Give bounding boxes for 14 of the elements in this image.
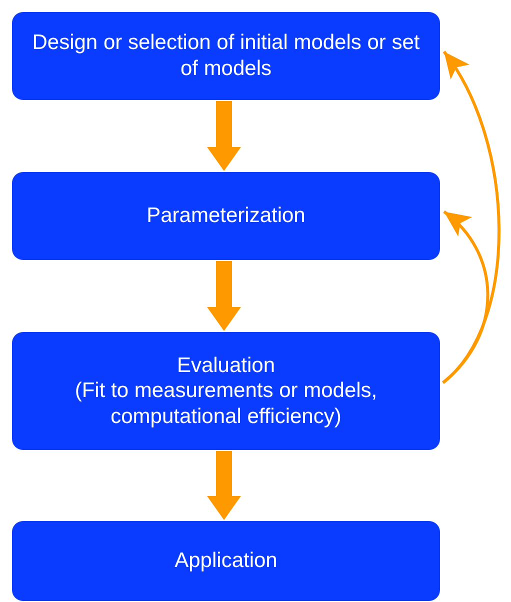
block-arrow (207, 451, 241, 520)
box-text: (Fit to measurements or models, computational efficiency) (74, 378, 378, 430)
block-arrow (207, 101, 241, 171)
box-title: Design or selection of initial models or set of models (31, 30, 421, 82)
process-box (12, 332, 440, 450)
curved-arrow (442, 50, 500, 384)
curved-arrow (442, 210, 490, 384)
box-title: Evaluation (176, 352, 276, 378)
box-title: Application (174, 548, 278, 574)
process-box (12, 172, 440, 260)
block-arrow (207, 261, 241, 331)
process-box (12, 521, 440, 601)
process-box (12, 12, 440, 100)
box-title: Parameterization (146, 203, 306, 229)
